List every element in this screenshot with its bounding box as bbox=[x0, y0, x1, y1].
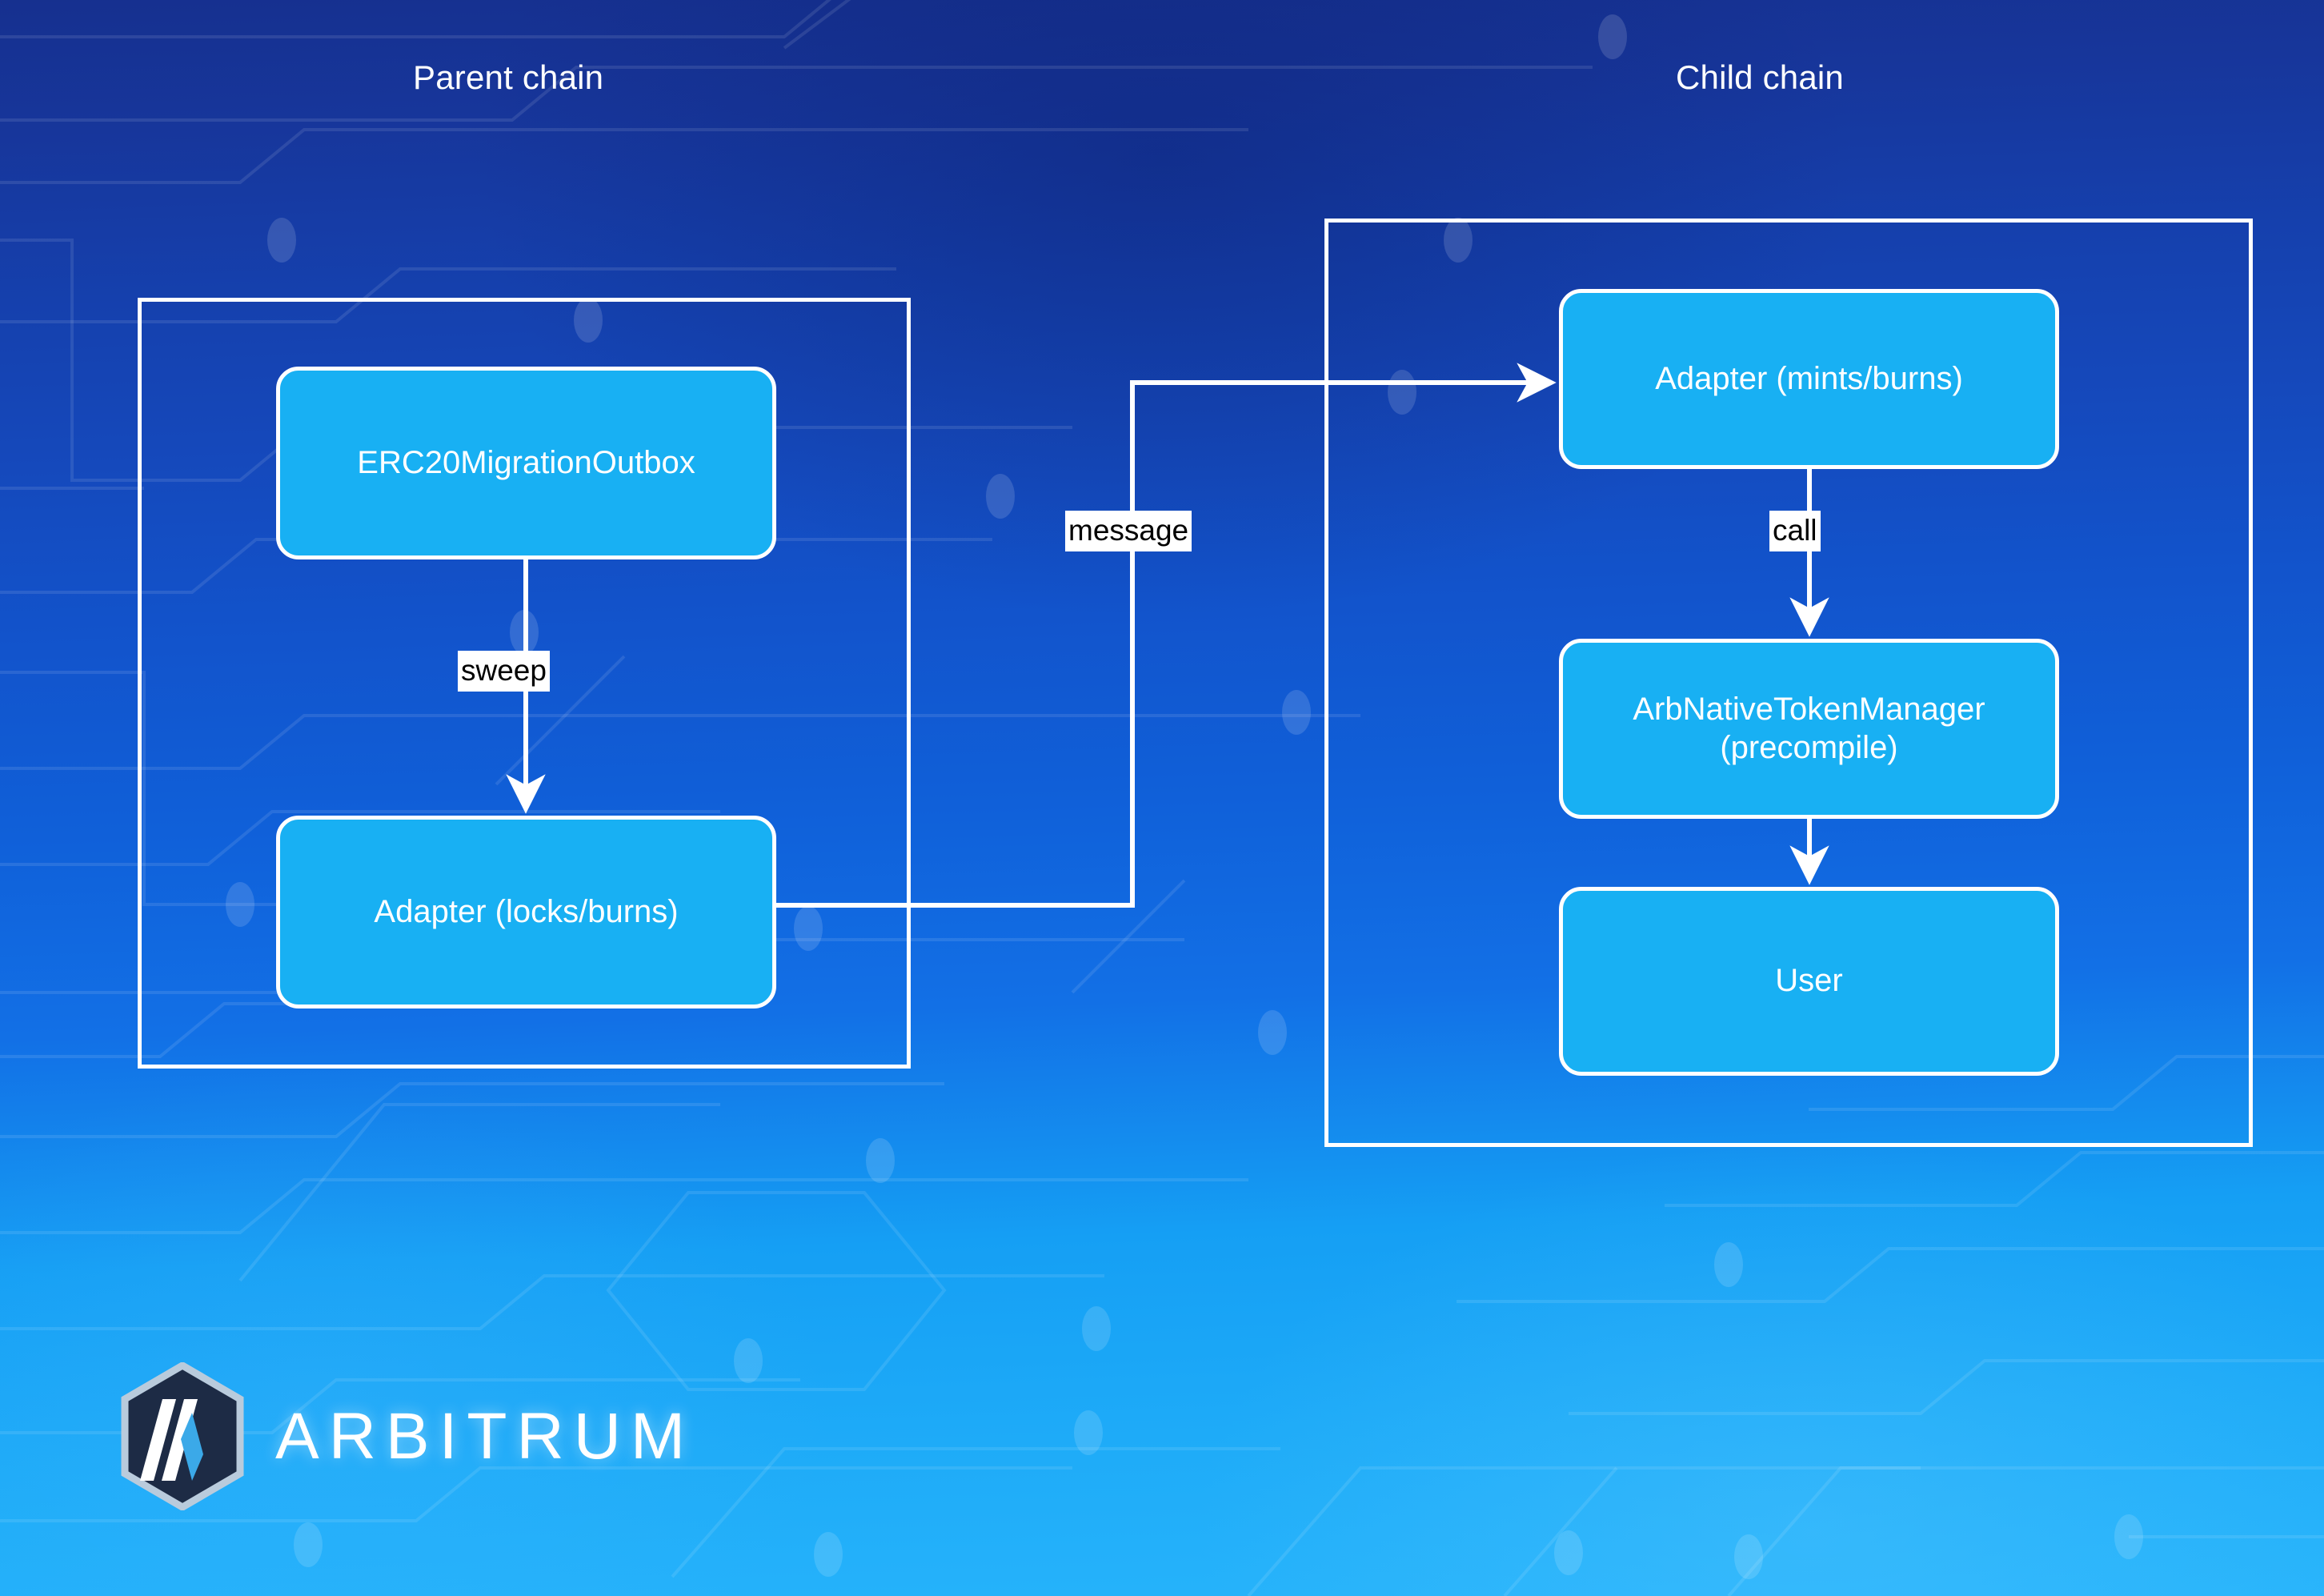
edge-label-message: message bbox=[1065, 511, 1192, 551]
node-label: Adapter (mints/burns) bbox=[1655, 360, 1963, 396]
node-label-line2: (precompile) bbox=[1720, 729, 1898, 765]
parent-chain-title: Parent chain bbox=[413, 58, 604, 96]
node-label: User bbox=[1775, 963, 1843, 999]
arbitrum-logo-lockup: ARBITRUM bbox=[118, 1362, 695, 1510]
edge-label-call: call bbox=[1769, 511, 1821, 551]
arbitrum-logo-icon bbox=[121, 1362, 244, 1510]
child-chain-title: Child chain bbox=[1676, 58, 1844, 96]
node-adapter-locks-burns[interactable]: Adapter (locks/burns) bbox=[276, 816, 776, 1009]
node-label: ERC20MigrationOutbox bbox=[357, 444, 695, 480]
arbitrum-wordmark: ARBITRUM bbox=[275, 1399, 695, 1473]
node-user[interactable]: User bbox=[1559, 887, 2059, 1076]
node-arb-native-token-manager[interactable]: ArbNativeTokenManager (precompile) bbox=[1559, 639, 2059, 819]
node-erc20-migration-outbox[interactable]: ERC20MigrationOutbox bbox=[276, 367, 776, 559]
node-label-line1: ArbNativeTokenManager bbox=[1633, 692, 1985, 728]
node-label-multiline: ArbNativeTokenManager (precompile) bbox=[1563, 691, 2055, 766]
node-label: Adapter (locks/burns) bbox=[374, 893, 679, 929]
node-adapter-mints-burns[interactable]: Adapter (mints/burns) bbox=[1559, 289, 2059, 469]
edge-label-sweep: sweep bbox=[458, 651, 550, 692]
